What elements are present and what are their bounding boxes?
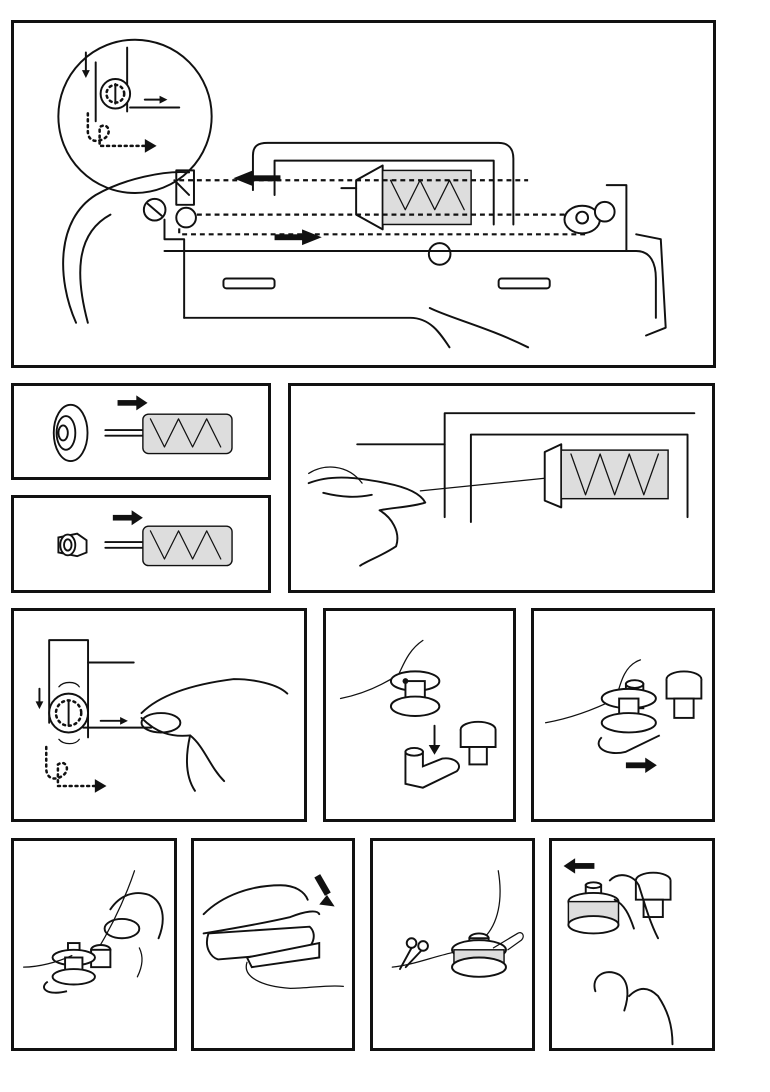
panel-cut-thread	[370, 838, 535, 1051]
hand-holding-thread-icon	[14, 841, 174, 1048]
panel-hold-thread	[11, 838, 177, 1051]
panel-push-right	[531, 608, 715, 822]
machine-top-threading-icon	[14, 23, 713, 365]
bobbin-push-right-icon	[534, 611, 712, 819]
scissors-icon	[373, 841, 532, 1048]
panel-small-spool-cap	[11, 495, 271, 593]
panel-push-left	[549, 838, 715, 1051]
panel-thread-guide	[11, 608, 307, 822]
bobbin-pin-icon	[326, 611, 513, 819]
hand-pulling-thread-icon	[291, 386, 712, 590]
panel-overview	[11, 20, 716, 368]
large-spool-cap-icon	[14, 386, 268, 477]
panel-foot-pedal	[191, 838, 355, 1051]
panel-bobbin-onto-pin	[323, 608, 516, 822]
thread-guide-icon	[14, 611, 304, 819]
panel-large-spool-cap	[11, 383, 271, 480]
small-spool-cap-icon	[14, 498, 268, 590]
panel-pull-thread	[288, 383, 715, 593]
foot-pedal-icon	[194, 841, 352, 1048]
bobbin-push-left-icon	[552, 841, 712, 1048]
